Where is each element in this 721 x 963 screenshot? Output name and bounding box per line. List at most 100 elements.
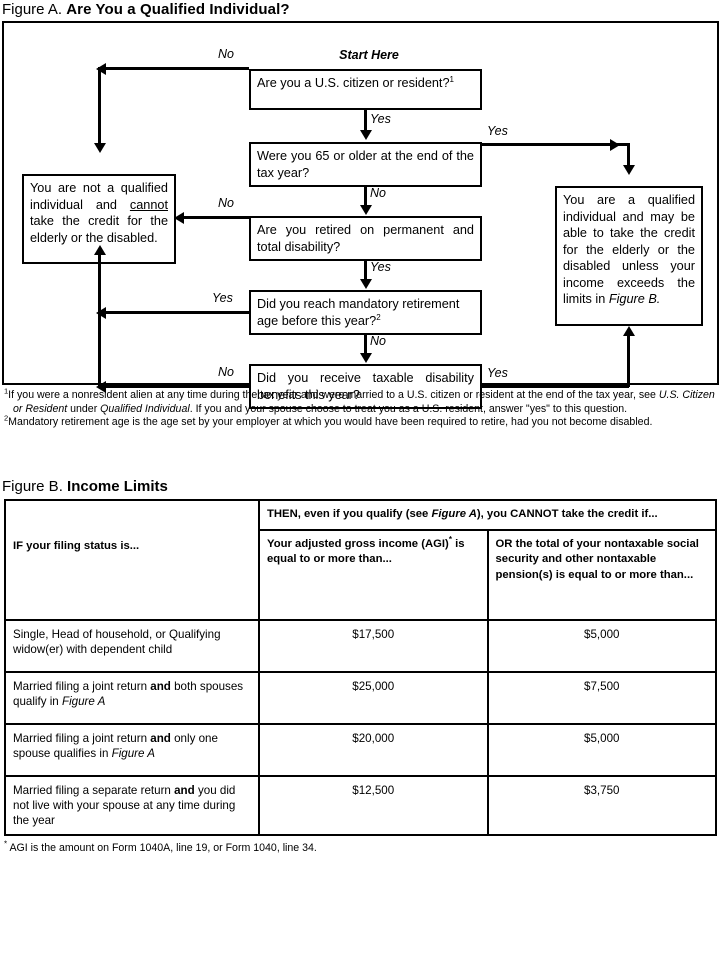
figure-a-label: Figure A. xyxy=(2,1,63,18)
footnote-1-ref-2: Qualified Individual xyxy=(100,402,190,415)
edge-citizen-no-arrowhead xyxy=(96,62,106,75)
filing-status-text-a: Married filing a joint return xyxy=(13,731,151,745)
flow-box-age65: Were you 65 or older at the end of the t… xyxy=(249,142,482,187)
header-figure-a-reference: Figure A xyxy=(431,508,477,520)
filing-status-emphasis: and xyxy=(174,783,195,797)
not-qualified-text-b: take the credit for the elderly or the d… xyxy=(30,214,168,245)
flow-box-age65-text: Were you 65 or older at the end of the t… xyxy=(257,149,474,180)
table-header-row-2: Your adjusted gross income (AGI)* is equ… xyxy=(5,528,717,621)
edge-taxable-no-arrowhead xyxy=(96,380,106,393)
table-row: Single, Head of household, or Qualifying… xyxy=(4,618,717,673)
header-filing-status-label: IF your filing status is... xyxy=(13,540,140,552)
not-qualified-emphasis: cannot xyxy=(129,197,168,212)
figure-b-footnote-marker: * xyxy=(4,839,8,849)
header-cell-agi: Your adjusted gross income (AGI)* is equ… xyxy=(258,528,489,621)
cell-agi-limit: $20,000 xyxy=(258,722,489,777)
figure-b-footnote: * AGI is the amount on Form 1040A, line … xyxy=(4,839,704,855)
edge-age65-no-arrowhead xyxy=(359,205,372,215)
edge-retired-no-arrowhead xyxy=(174,211,184,224)
cell-nontaxable-limit: $5,000 xyxy=(486,722,717,777)
figure-a-frame: Start Here Are you a U.S. citizen or res… xyxy=(2,21,719,409)
not-qualified-text-a: You are not a qualified individual and xyxy=(30,181,168,212)
filing-status-emphasis: and xyxy=(150,731,171,745)
edge-citizen-yes-vertical xyxy=(364,110,367,132)
cell-nontaxable-limit: $3,750 xyxy=(486,774,717,836)
table-header-row-1: IF your filing status is... THEN, even i… xyxy=(4,499,717,621)
edge-label-mandatory-no: No xyxy=(370,334,386,348)
footnote-2-text: Mandatory retirement age is the age set … xyxy=(8,416,653,429)
header-then-text-b: ), you CANNOT take the credit if... xyxy=(476,508,658,520)
edge-retired-yes-arrowhead xyxy=(359,279,372,289)
flow-box-taxable-text: Did you receive taxable disability benef… xyxy=(257,371,474,402)
footnote-1-marker: 1 xyxy=(4,386,9,396)
start-here-label: Start Here xyxy=(339,48,399,62)
edge-label-retired-yes: Yes xyxy=(370,260,391,274)
edge-label-mandatory-yes: Yes xyxy=(212,291,233,305)
footnote-2: 2Mandatory retirement age is the age set… xyxy=(4,413,718,430)
edge-retired-yes-vertical xyxy=(364,261,367,282)
edge-mandatory-yes-arrowhead xyxy=(96,306,106,319)
edge-age65-yes-into-qualified-arrowhead xyxy=(622,165,635,175)
edge-taxable-yes-arrowhead xyxy=(622,326,635,336)
figure-b-heading: Figure B. Income Limits xyxy=(2,477,602,497)
edge-label-retired-no: No xyxy=(218,196,234,210)
filing-status-text-a: Married filing a joint return xyxy=(13,679,151,693)
figure-a-footnotes: 1If you were a nonresident alien at any … xyxy=(4,386,718,430)
filing-status-figure-ref: Figure A xyxy=(111,746,155,760)
edge-age65-no-vertical xyxy=(364,187,367,208)
edge-label-citizen-yes: Yes xyxy=(370,112,391,126)
edge-age65-yes-arrowhead xyxy=(610,138,620,151)
edge-left-return-arrowhead xyxy=(93,245,106,255)
footnote-marker-2: 2 xyxy=(376,312,381,322)
footnote-1-ref-1: U.S. Citizen or Resident xyxy=(13,389,715,415)
edge-retired-no-horizontal xyxy=(184,216,249,219)
qualified-text: You are a qualified individual and may b… xyxy=(563,193,695,306)
cell-agi-limit: $25,000 xyxy=(258,670,489,725)
flow-box-citizen-text: Are you a U.S. citizen or resident? xyxy=(257,76,450,90)
cell-filing-status: Married filing a joint return and both s… xyxy=(4,670,260,725)
cell-nontaxable-limit: $7,500 xyxy=(486,670,717,725)
figure-b-footnote-text: AGI is the amount on Form 1040A, line 19… xyxy=(7,842,317,854)
filing-status-text-b: both spouses qualify in xyxy=(13,679,244,708)
table-row: Married filing a separate return and you… xyxy=(4,774,717,836)
flow-box-taxable-disability: Did you receive taxable disability benef… xyxy=(249,364,482,409)
flow-box-mandatory-text: Did you reach mandatory retirement age b… xyxy=(257,297,460,328)
figure-b-label: Figure B. xyxy=(2,478,63,495)
flow-box-citizen: Are you a U.S. citizen or resident?1 xyxy=(249,69,482,110)
edge-label-age65-yes: Yes xyxy=(487,124,508,138)
figure-a-title: Are You a Qualified Individual? xyxy=(66,1,290,18)
figure-a-heading: Figure A. Are You a Qualified Individual… xyxy=(2,0,602,20)
cell-filing-status: Married filing a joint return and only o… xyxy=(4,722,260,777)
table-row: Married filing a joint return and only o… xyxy=(4,722,717,777)
flow-box-retired: Are you retired on permanent and total d… xyxy=(249,216,482,261)
footnote-2-marker: 2 xyxy=(4,413,9,423)
edge-citizen-no-vertical xyxy=(98,67,101,145)
cell-nontaxable-limit: $5,000 xyxy=(486,618,717,673)
cell-agi-limit: $17,500 xyxy=(258,618,489,673)
cell-agi-limit: $12,500 xyxy=(258,774,489,836)
edge-citizen-yes-arrowhead xyxy=(359,130,372,140)
header-nontaxable-text: OR the total of your nontaxable social s… xyxy=(495,537,699,581)
edge-taxable-yes-vertical xyxy=(627,335,630,387)
header-agi-text-b: is equal to or more than... xyxy=(267,537,465,566)
edge-citizen-no-horizontal xyxy=(99,67,249,70)
edge-left-return-vertical xyxy=(98,253,101,387)
edge-label-taxable-yes: Yes xyxy=(487,366,508,380)
footnote-1-text-c: . If you and your spouse choose to treat… xyxy=(189,402,628,415)
edge-taxable-yes-horizontal xyxy=(482,385,629,388)
flow-box-mandatory-retirement: Did you reach mandatory retirement age b… xyxy=(249,290,482,335)
footnote-marker-1: 1 xyxy=(449,74,454,84)
edge-mandatory-no-vertical xyxy=(364,335,367,356)
qualified-figure-b-reference: Figure B. xyxy=(608,292,661,306)
edge-label-age65-no: No xyxy=(370,186,386,200)
filing-status-text-a: Married filing a separate return xyxy=(13,783,175,797)
footnote-1: 1If you were a nonresident alien at any … xyxy=(4,386,718,416)
edge-age65-yes-horizontal xyxy=(482,143,629,146)
edge-age65-yes-vertical xyxy=(627,143,630,167)
header-cell-filing-status: IF your filing status is... xyxy=(4,499,260,621)
footnote-1-text-b: under xyxy=(67,402,101,415)
figure-b-title: Income Limits xyxy=(67,478,168,495)
edge-mandatory-no-arrowhead xyxy=(359,353,372,363)
table-row: Married filing a joint return and both s… xyxy=(4,670,717,725)
